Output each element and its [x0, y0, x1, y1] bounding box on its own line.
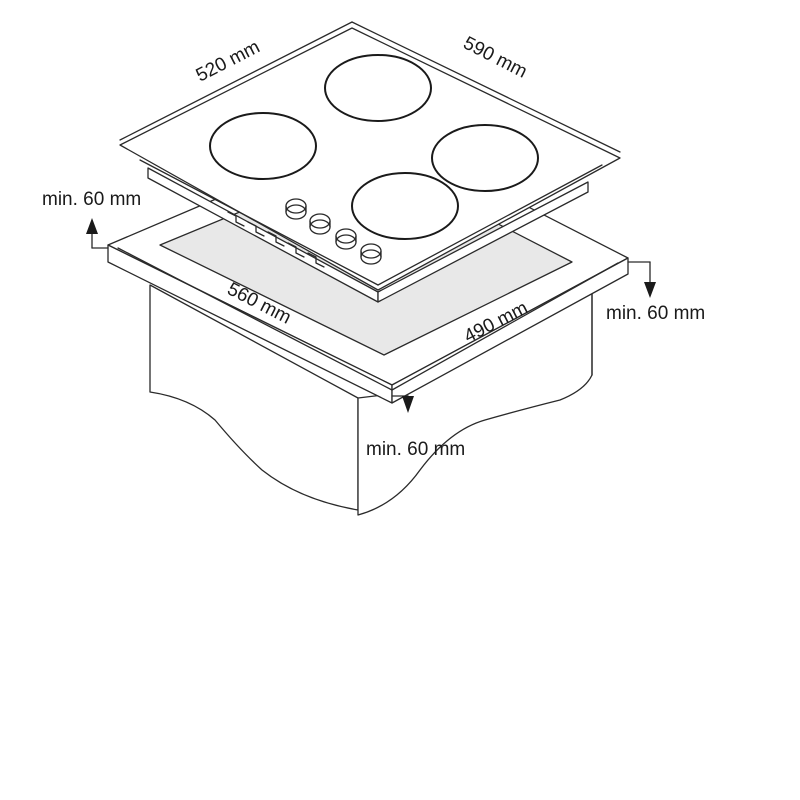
burner-front-right — [431, 124, 539, 192]
worktop-side-edge — [391, 257, 629, 404]
label-clearance-side: min. 60 mm — [606, 303, 705, 324]
cabinet — [149, 284, 593, 516]
label-hob-depth: 590 mm — [460, 33, 531, 83]
cabinet-left-face — [149, 284, 359, 511]
clearance-front-arrow — [391, 395, 414, 413]
hob-glass-top — [119, 27, 621, 291]
clearance-back-arrow — [86, 218, 109, 249]
knob-1 — [285, 198, 307, 220]
clearance-side-arrow — [627, 261, 656, 298]
dimension-lines — [119, 21, 621, 153]
burner-back-left — [209, 112, 317, 180]
knob-2 — [309, 213, 331, 235]
hob-brackets — [227, 211, 325, 268]
knob-3 — [335, 228, 357, 250]
label-clearance-back: min. 60 mm — [42, 189, 141, 210]
burner-front-left — [351, 172, 459, 240]
hob — [119, 27, 621, 303]
burner-back-right — [324, 54, 432, 122]
hob-right-side — [377, 181, 589, 303]
label-clearance-front: min. 60 mm — [366, 439, 465, 460]
cabinet-right-face — [357, 284, 593, 516]
control-knobs — [285, 198, 382, 265]
knob-4 — [360, 243, 382, 265]
